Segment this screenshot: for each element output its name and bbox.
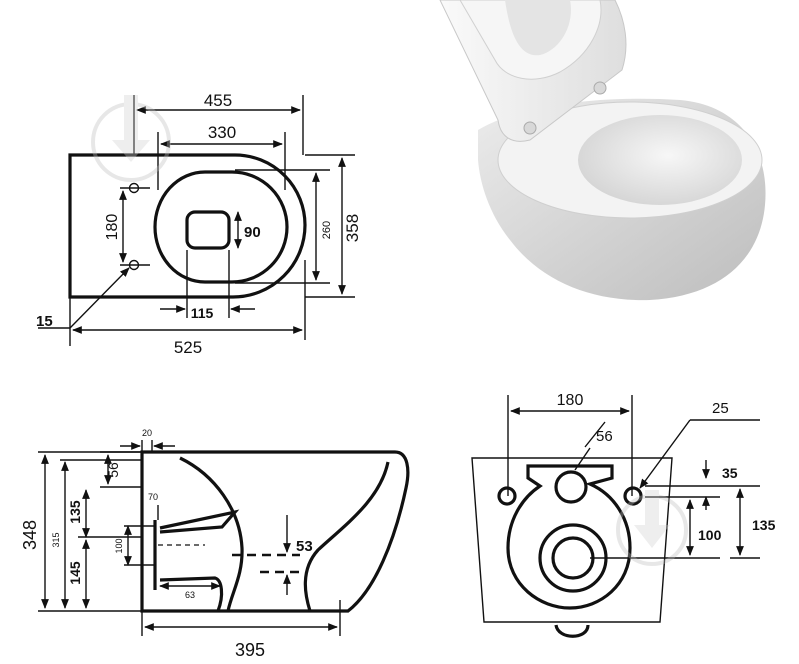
- top-dim-180: 180: [104, 214, 121, 241]
- rear-view-fixing-hole-left: [497, 486, 517, 506]
- top-dim-330: 330: [208, 123, 236, 142]
- side-dim-145: 145: [67, 561, 83, 585]
- top-dim-455: 455: [204, 91, 232, 110]
- rear-view-drawing: 180 56 25 35 100 135: [471, 392, 776, 638]
- rear-dim-56: 56: [596, 428, 613, 445]
- side-view-bowl-curve: [179, 456, 244, 612]
- side-view-drawing: 20 56 70 348 315 135 100 145 63: [20, 428, 410, 660]
- side-dim-348: 348: [20, 520, 40, 550]
- watermark-icon: [91, 95, 171, 182]
- rear-view-outline: [471, 457, 673, 623]
- photo-hinge-right: [593, 81, 607, 95]
- rear-view-water-inlet: [554, 470, 588, 504]
- top-view-rim: [153, 170, 289, 284]
- rear-dim-25: 25: [712, 400, 729, 417]
- side-dim-53: 53: [296, 538, 313, 555]
- rear-dim-180: 180: [557, 392, 584, 409]
- rear-dim-35: 35: [722, 465, 738, 481]
- side-view-outline: [140, 450, 410, 613]
- top-dim-90: 90: [244, 224, 261, 241]
- top-view-drain: [185, 210, 231, 250]
- product-photo: [439, 0, 766, 301]
- side-view-trap: [159, 509, 240, 534]
- top-dim-15: 15: [36, 313, 53, 330]
- rear-view-flange: [506, 464, 632, 610]
- top-dim-525: 525: [174, 338, 202, 357]
- side-dim-135: 135: [67, 500, 83, 524]
- rear-view-bottom-tab: [554, 624, 590, 638]
- watermark-icon-rear: [616, 490, 688, 566]
- rear-view-fixing-hole-right: [623, 486, 643, 506]
- rear-view-outlet-inner: [551, 536, 595, 580]
- side-dim-20: 20: [142, 428, 152, 438]
- top-dim-358: 358: [343, 214, 362, 242]
- top-dim-260: 260: [321, 221, 333, 239]
- rear-dim-100: 100: [698, 527, 722, 543]
- side-dim-56: 56: [105, 462, 121, 478]
- rear-dim-135: 135: [752, 517, 776, 533]
- side-dim-63: 63: [185, 590, 195, 600]
- photo-bowl-inside: [578, 115, 742, 205]
- top-view-outline: [68, 153, 307, 299]
- photo-hinge-left: [523, 121, 537, 135]
- top-dim-115: 115: [191, 305, 214, 321]
- side-dim-100: 100: [114, 538, 124, 553]
- side-dim-70: 70: [148, 492, 158, 502]
- top-view-drawing: 455 330 180 90 260 358 115 15: [36, 91, 362, 357]
- side-dim-395: 395: [235, 640, 265, 660]
- side-dim-315: 315: [51, 532, 61, 547]
